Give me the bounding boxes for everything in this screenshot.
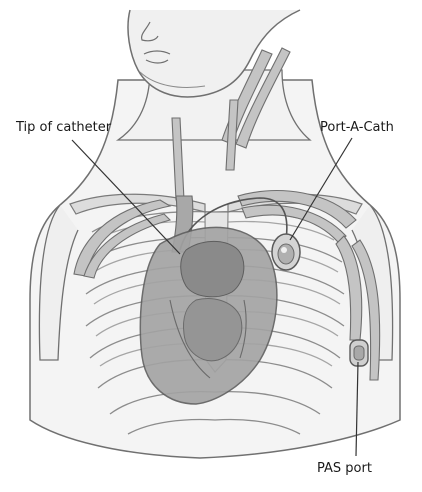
label-port-a-cath: Port-A-Cath <box>320 121 394 134</box>
port-a-cath-device <box>272 234 300 270</box>
label-tip-of-catheter: Tip of catheter <box>16 121 111 134</box>
pas-port-device <box>350 340 368 366</box>
label-pas-port: PAS port <box>317 462 372 475</box>
heart-chamber-upper <box>181 241 244 296</box>
